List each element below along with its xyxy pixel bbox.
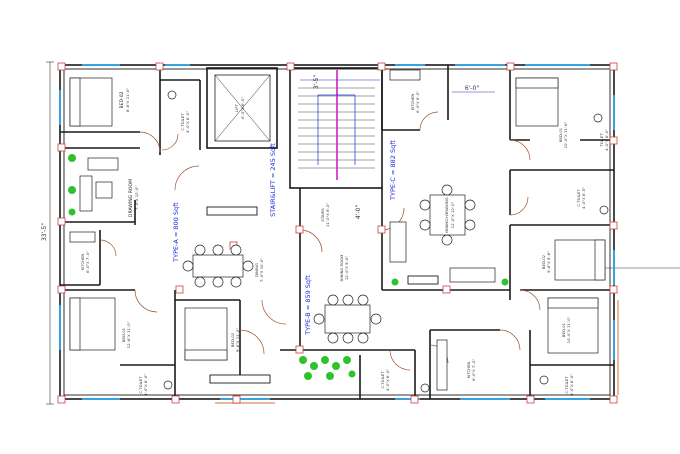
- size-bed-01-bottom-left: 12'-6"X 11'-0": [126, 321, 131, 348]
- lift-shaft: [214, 74, 271, 142]
- label-stairs: STAIRS: [320, 208, 325, 222]
- stair-steps: [298, 70, 380, 180]
- size-toilet-bottom-right: 4'-0"X 6'-0": [569, 374, 574, 396]
- label-kitchen-bottom: KITCHEN: [466, 362, 471, 379]
- size-bed-02-bottom-left: 9'-6"X 11'-0": [235, 328, 240, 352]
- windows: [59, 64, 619, 404]
- label-dining-left: DINING: [254, 263, 259, 277]
- interior-walls: [60, 65, 614, 399]
- label-c-toilet-right: C.TOILET: [576, 189, 581, 207]
- size-toilet-top-left: 4'-0"X 6'-0": [185, 111, 190, 133]
- label-bed-02-top-left: BED-02: [119, 91, 125, 108]
- size-dining-center: 12'-0"X 9'-0": [344, 256, 349, 280]
- outer-walls: [59, 64, 615, 400]
- label-toilet-bottom-left: C.TOILET: [138, 376, 143, 394]
- area-stair-lift: STAIR&LIFT = 245 Sqft: [269, 143, 277, 217]
- furniture: [69, 69, 609, 393]
- label-kitchen-top: KITCHEN: [410, 94, 415, 111]
- label-bed-02-bottom-left: BED-02: [230, 332, 235, 347]
- plants: [68, 154, 509, 380]
- label-drawing-room: DRAWING ROOM: [128, 179, 134, 217]
- top-right-dimension: 6'-0": [465, 85, 479, 92]
- size-toilet-top-right: 4'-0"X 6'-0": [604, 129, 609, 151]
- area-type-a: TYPE-A = 800 Sqft: [172, 202, 180, 263]
- label-dining-center: DINING ROOM: [339, 255, 344, 282]
- size-kitchen-left: 6'-0"X 7'-0": [85, 251, 90, 273]
- label-dining-top-right: DINING+DRAWING: [444, 197, 449, 232]
- label-toilet-bottom-right: C.TOILET: [564, 376, 569, 394]
- size-drawing-room: 7'-0"X 12'-0": [134, 186, 139, 210]
- size-c-toilet-right: 4'-0"X 6'-0": [581, 187, 586, 209]
- label-bed-01-top-right: BED-01: [558, 127, 563, 142]
- size-bed-01-top-right: 10'-0"X 11'-6": [563, 121, 568, 148]
- label-toilet-top-left: C.TOILET: [180, 113, 185, 131]
- size-toilet-bottom-left: 4'-0"X 6'-0": [143, 374, 148, 396]
- doors: [99, 111, 541, 371]
- label-lift: LIFT: [234, 103, 239, 111]
- size-kitchen-bottom: 6'-0"X 7'-0": [471, 359, 476, 381]
- area-type-b: TYPE-B = 859 Sqft: [304, 275, 312, 336]
- size-kitchen-top: 6'-0"X 9'-0": [415, 91, 420, 113]
- size-lift: 6'-0"X 6'-0": [240, 97, 245, 119]
- overall-height-dimension: 33'-5": [41, 223, 48, 241]
- room-labels: BED-02 8'-6"X 11'-0" C.TOILET 4'-0"X 6'-…: [80, 75, 609, 396]
- label-bed-01-bottom-right: BED-01: [561, 322, 566, 337]
- label-bed-02-right: BED-02: [541, 254, 546, 269]
- label-toilet-top-right: TOILET: [599, 133, 604, 148]
- size-bed-01-bottom-right: 10'-0"X 11'-0": [566, 316, 571, 343]
- stair-top-dimension: 3'-5": [313, 75, 320, 89]
- size-bed-02-right: 9'-6"X 9'-6": [546, 251, 551, 273]
- size-bed-02-top-left: 8'-6"X 11'-0": [125, 88, 130, 112]
- label-kitchen-left: KITCHEN: [80, 254, 85, 271]
- size-dining-top-right: 12'-0"X 12'-0": [450, 201, 455, 228]
- area-type-c: TYPE-C = 882 Sqft: [389, 140, 397, 201]
- size-toilet-bottom-center: 4'-0"X 6'-0": [385, 369, 390, 391]
- label-toilet-bottom-center: C.TOILET: [380, 371, 385, 389]
- size-stairs: 11'-0"X 8'-0": [325, 203, 330, 227]
- left-dimension: 33'-5": [41, 61, 54, 405]
- stair-width-dimension: 4'-0": [355, 205, 362, 219]
- columns: [57, 62, 618, 404]
- label-bed-01-bottom-left: BED-01: [121, 327, 126, 342]
- size-dining-left: 7'-0"X 10'-0": [259, 258, 264, 282]
